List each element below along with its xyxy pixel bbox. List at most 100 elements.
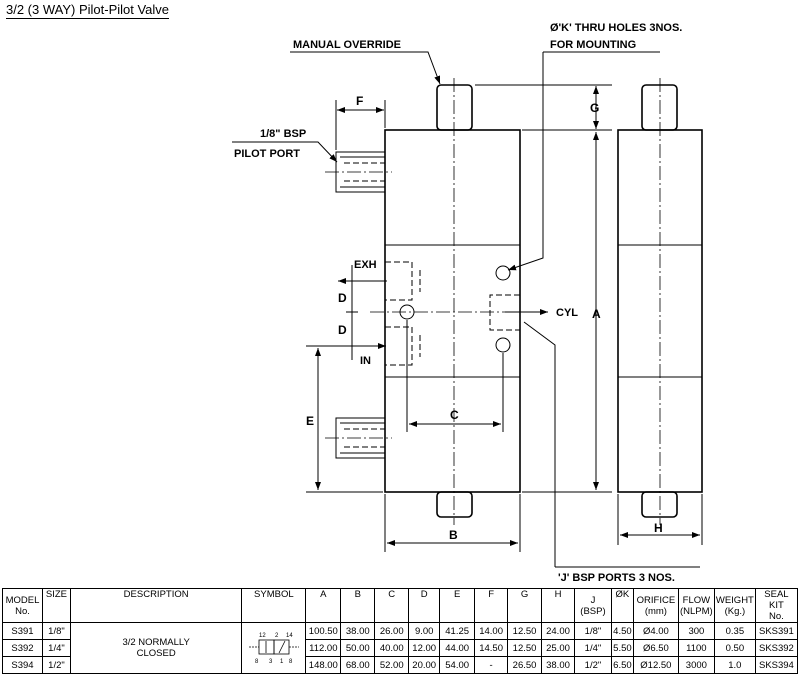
cell-g: 26.50 xyxy=(507,656,543,674)
label-k-holes-line1: Ø'K' THRU HOLES 3NOS. xyxy=(550,22,682,34)
valve-body xyxy=(384,129,521,493)
mounting-hole-3 xyxy=(495,337,511,353)
front-view xyxy=(325,78,548,525)
label-pilot-port-line2: PILOT PORT xyxy=(234,148,300,160)
label-cyl: CYL xyxy=(556,307,578,319)
leader-lines xyxy=(232,51,700,568)
cell-a: 148.00 xyxy=(305,656,342,674)
cell-flow: 300 xyxy=(677,622,715,640)
cell-flow: 3000 xyxy=(677,656,715,674)
cell-e: 54.00 xyxy=(439,656,476,674)
cell-seal-kit: SKS391 xyxy=(754,622,799,640)
header-weight: WEIGHT(Kg.) xyxy=(713,588,756,623)
cell-f: - xyxy=(474,656,509,674)
header-e: E xyxy=(439,588,476,623)
cell-b: 38.00 xyxy=(340,622,376,640)
cell-model: S394 xyxy=(2,656,43,674)
cell-g: 12.50 xyxy=(507,622,543,640)
cell-size: 1/2" xyxy=(41,656,71,674)
cell-weight: 0.50 xyxy=(713,639,756,657)
dim-c: C xyxy=(450,408,459,422)
manual-override-stem xyxy=(436,84,473,131)
cell-orifice: Ø12.50 xyxy=(632,656,679,674)
header-d: D xyxy=(408,588,441,623)
cell-b: 50.00 xyxy=(340,639,376,657)
cell-size: 1/8" xyxy=(41,622,71,640)
cell-model: S391 xyxy=(2,622,43,640)
cell-h: 38.00 xyxy=(541,656,575,674)
bottom-pilot-port xyxy=(325,417,392,459)
header-a: A xyxy=(305,588,342,623)
table-row: S392 1/4" 112.00 50.00 40.00 12.00 44.00… xyxy=(2,639,799,657)
dim-d-upper: D xyxy=(338,291,347,305)
label-j-ports: 'J' BSP PORTS 3 NOS. xyxy=(558,572,675,584)
header-h: H xyxy=(541,588,575,623)
dimension-lines xyxy=(306,84,703,552)
header-g: G xyxy=(507,588,543,623)
side-view xyxy=(617,78,703,525)
cell-size: 1/4" xyxy=(41,639,71,657)
cell-d: 20.00 xyxy=(408,656,441,674)
label-pilot-port-line1: 1/8" BSP xyxy=(260,128,306,140)
cell-e: 44.00 xyxy=(439,639,476,657)
dim-h: H xyxy=(654,521,663,535)
cell-orifice: Ø6.50 xyxy=(632,639,679,657)
cell-j: 1/2" xyxy=(573,656,612,674)
svg-text:8: 8 xyxy=(289,659,293,665)
cell-seal-kit: SKS392 xyxy=(754,639,799,657)
svg-text:2: 2 xyxy=(275,633,279,639)
cell-c: 26.00 xyxy=(374,622,410,640)
header-symbol: SYMBOL xyxy=(241,588,307,623)
valve-drawing: MANUAL OVERRIDE Ø'K' THRU HOLES 3NOS. FO… xyxy=(232,22,703,584)
label-exh: EXH xyxy=(354,259,377,271)
header-c: C xyxy=(374,588,410,623)
svg-text:1: 1 xyxy=(280,659,284,665)
dim-f: F xyxy=(356,94,363,108)
cell-model: S392 xyxy=(2,639,43,657)
header-b: B xyxy=(340,588,376,623)
cell-orifice: Ø4.00 xyxy=(632,622,679,640)
cell-d: 12.00 xyxy=(408,639,441,657)
cell-symbol: 12 2 14 8 3 1 8 xyxy=(241,622,307,674)
valve-symbol-icon: 12 2 14 8 3 1 8 xyxy=(248,633,299,665)
cell-j: 1/4" xyxy=(573,639,612,657)
dim-g: G xyxy=(590,101,599,115)
cell-f: 14.00 xyxy=(474,622,509,640)
dim-d-lower: D xyxy=(338,323,347,337)
cell-a: 112.00 xyxy=(305,639,342,657)
cell-e: 41.25 xyxy=(439,622,476,640)
header-orifice: ORIFICE(mm) xyxy=(632,588,679,623)
label-in: IN xyxy=(360,355,371,367)
bottom-stem xyxy=(436,491,473,518)
header-f: F xyxy=(474,588,509,623)
label-manual-override: MANUAL OVERRIDE xyxy=(293,39,401,51)
cell-c: 40.00 xyxy=(374,639,410,657)
dim-e: E xyxy=(306,414,314,428)
cell-k: 6.50 xyxy=(610,656,634,674)
header-k: ØK xyxy=(610,588,634,623)
header-flow: FLOW(NLPM) xyxy=(677,588,715,623)
svg-text:3: 3 xyxy=(269,659,273,665)
cell-h: 24.00 xyxy=(541,622,575,640)
cell-weight: 1.0 xyxy=(713,656,756,674)
cell-c: 52.00 xyxy=(374,656,410,674)
svg-text:12: 12 xyxy=(259,633,266,639)
page-title: 3/2 (3 WAY) Pilot-Pilot Valve xyxy=(6,2,170,19)
cell-j: 1/8" xyxy=(573,622,612,640)
cell-flow: 1100 xyxy=(677,639,715,657)
cell-b: 68.00 xyxy=(340,656,376,674)
cell-seal-kit: SKS394 xyxy=(754,656,799,674)
label-k-holes-line2: FOR MOUNTING xyxy=(550,39,636,51)
mounting-hole-2 xyxy=(399,304,415,320)
header-j: J(BSP) xyxy=(573,588,612,623)
cell-a: 100.50 xyxy=(305,622,342,640)
cell-h: 25.00 xyxy=(541,639,575,657)
cell-k: 4.50 xyxy=(610,622,634,640)
cell-weight: 0.35 xyxy=(713,622,756,640)
